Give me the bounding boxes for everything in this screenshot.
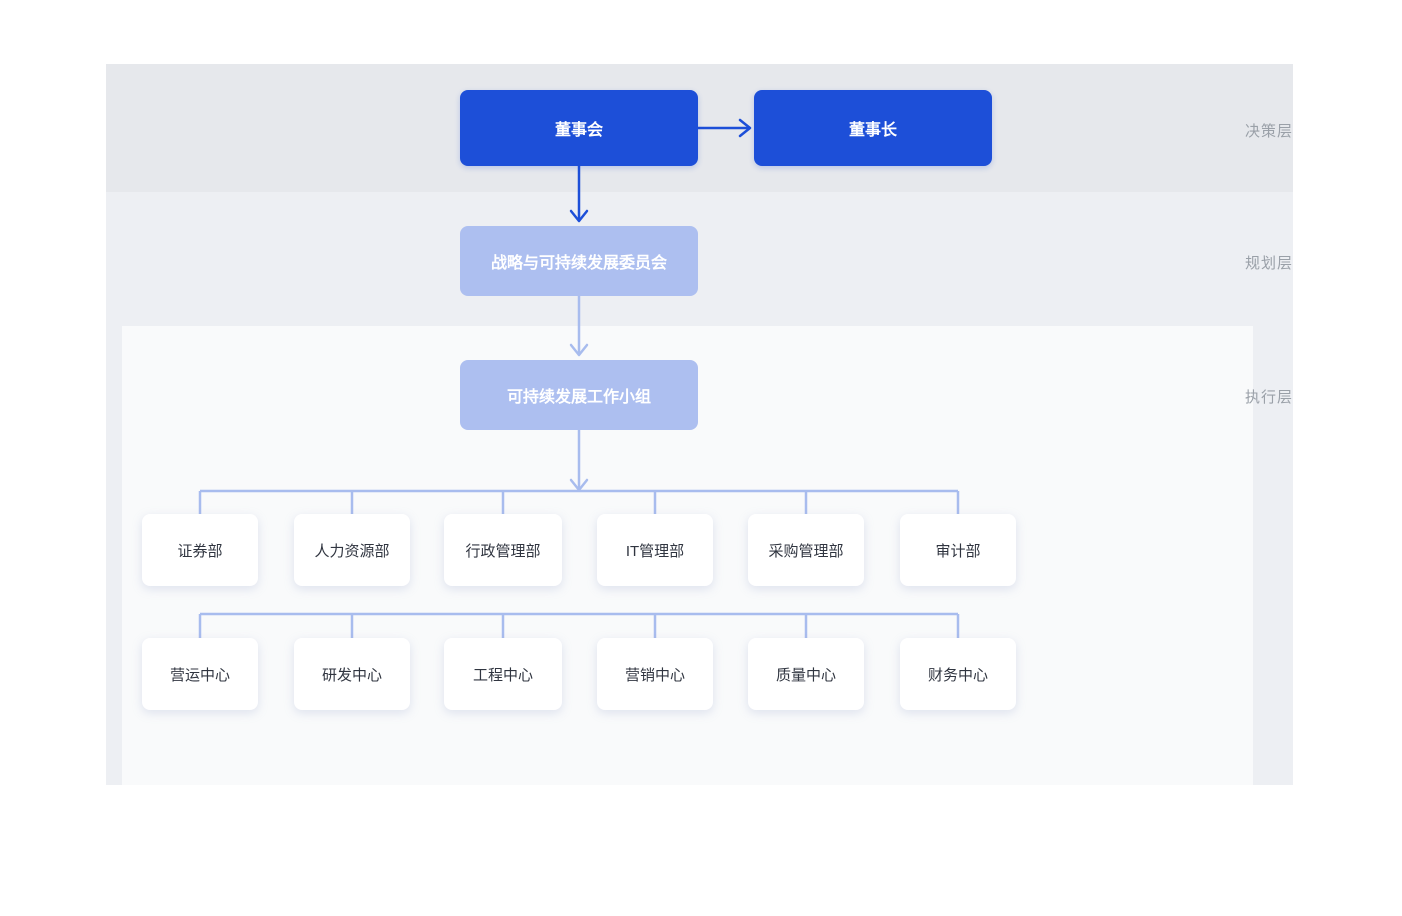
node-department-6[interactable]: 审计部 (900, 514, 1016, 586)
layer-label-decision: 决策层 (1244, 123, 1293, 140)
node-department-2[interactable]: 人力资源部 (294, 514, 410, 586)
node-strategy-committee[interactable]: 战略与可持续发展委员会 (460, 226, 698, 296)
layer-band-planning (106, 192, 1293, 326)
node-department-3[interactable]: 行政管理部 (444, 514, 562, 586)
layer-label-execution: 执行层 (1244, 389, 1293, 406)
node-department-4[interactable]: IT管理部 (597, 514, 713, 586)
node-chairman[interactable]: 董事长 (754, 90, 992, 166)
node-center-2[interactable]: 研发中心 (294, 638, 410, 710)
node-sustainability-workgroup[interactable]: 可持续发展工作小组 (460, 360, 698, 430)
node-center-4[interactable]: 营销中心 (597, 638, 713, 710)
layer-label-planning: 规划层 (1244, 255, 1293, 272)
node-center-3[interactable]: 工程中心 (444, 638, 562, 710)
layer-band-decision (106, 64, 1293, 192)
node-board[interactable]: 董事会 (460, 90, 698, 166)
node-department-1[interactable]: 证券部 (142, 514, 258, 586)
node-center-6[interactable]: 财务中心 (900, 638, 1016, 710)
node-center-1[interactable]: 营运中心 (142, 638, 258, 710)
node-department-5[interactable]: 采购管理部 (748, 514, 864, 586)
node-center-5[interactable]: 质量中心 (748, 638, 864, 710)
